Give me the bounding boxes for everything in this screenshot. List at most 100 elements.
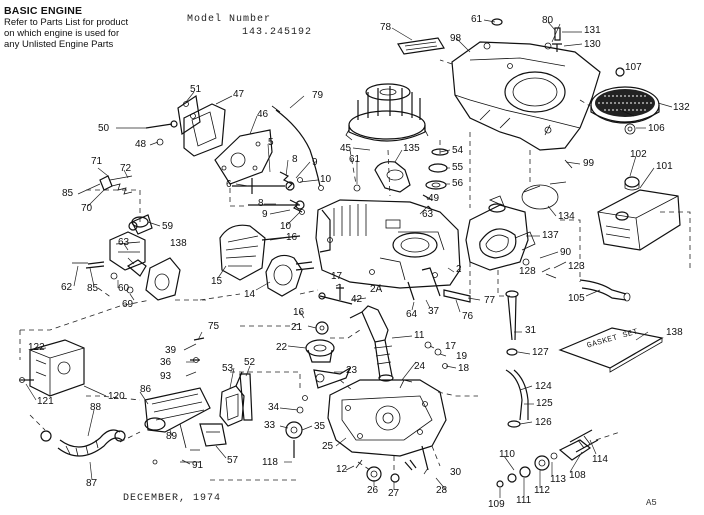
part-number-label: 89 (166, 431, 178, 442)
recoil-starter-drawing (465, 195, 536, 271)
part-number-label: 79 (312, 90, 324, 101)
part-number-label: 126 (535, 417, 552, 428)
bracket-drawing (219, 371, 253, 427)
part-number-label: 123 (568, 261, 585, 272)
part-number-label: 87 (86, 478, 98, 489)
part-number-label: 131 (584, 25, 601, 36)
part-number-label: 39 (165, 345, 177, 356)
part-number-label: 134 (558, 211, 575, 222)
part-number-label: 30 (450, 467, 462, 478)
part-number-label: 24 (414, 361, 426, 372)
part-number-label: 37 (428, 306, 440, 317)
part-number-label: 22 (276, 342, 288, 353)
part-number-label: 2 (456, 264, 462, 275)
part-number-label: 85 (87, 283, 99, 294)
part-number-label: 23 (346, 365, 358, 376)
part-number-label: 64 (406, 309, 418, 320)
part-number-label: 118 (262, 457, 278, 468)
part-number-label: 138 (170, 238, 187, 249)
part-number-label: 35 (314, 421, 326, 432)
cylinder-block-drawing (315, 199, 461, 289)
part-number-label: 10 (320, 174, 332, 185)
part-number-label: 98 (450, 33, 462, 44)
part-number-label: 50 (98, 123, 110, 134)
part-number-label: 28 (436, 485, 448, 496)
deflector-plate-drawing (199, 423, 227, 447)
part-number-label: 108 (569, 470, 586, 481)
part-number-label: 31 (525, 325, 537, 336)
header-note-line-1: Refer to Parts List for product (4, 17, 129, 28)
date-label: DECEMBER, 1974 (123, 493, 222, 504)
crankshaft-drawing (349, 305, 394, 382)
part-number-label: 25 (322, 441, 334, 452)
part-number-label: 2A (370, 284, 383, 295)
part-number-label: 109 (488, 499, 505, 510)
part-number-label: 10 (280, 221, 292, 232)
part-number-label: 137 (542, 230, 559, 241)
link-rod-drawing (261, 235, 353, 305)
pto-shaft-drawing (496, 429, 599, 488)
exhaust-pipe-drawing (40, 387, 211, 457)
diagram-title: BASIC ENGINE (4, 5, 83, 17)
part-number-label: 107 (625, 62, 642, 73)
seal-plug-drawing (366, 445, 429, 483)
rotating-screen-drawing (590, 67, 660, 135)
part-number-label: 91 (192, 460, 204, 471)
part-number-label: 9 (262, 209, 268, 220)
part-number-label: 69 (122, 299, 134, 310)
part-number-label: 12 (336, 464, 348, 475)
part-number-label: 26 (367, 485, 379, 496)
part-number-label: 17 (445, 341, 457, 352)
leader-lines (25, 19, 673, 498)
misc-hardware-drawing (152, 109, 635, 469)
part-number-label: 61 (471, 14, 483, 25)
part-number-label: 75 (208, 321, 220, 332)
breather-assembly-drawing (145, 94, 201, 146)
carburetor-drawing (72, 214, 181, 301)
part-number-label: 130 (584, 39, 601, 50)
muffler-drawing (19, 339, 85, 397)
part-number-label: 48 (135, 139, 147, 150)
part-number-label: 6 (226, 179, 232, 190)
part-number-label: 106 (648, 123, 665, 134)
part-number-label: 55 (452, 162, 464, 173)
part-number-label: 112 (534, 485, 550, 496)
part-number-label: 124 (535, 381, 552, 392)
part-number-label: 62 (61, 282, 73, 293)
part-number-label: 46 (257, 109, 269, 120)
part-number-label: 76 (462, 311, 474, 322)
part-number-label: 19 (456, 351, 468, 362)
part-number-label: 77 (484, 295, 496, 306)
air-cleaner-drawing (597, 176, 681, 251)
part-number-label: 122 (28, 342, 45, 353)
gasket-set-drawing (558, 327, 664, 373)
part-number-label: 16 (286, 232, 298, 243)
filter-element-drawing (219, 224, 315, 297)
part-number-label: 42 (351, 294, 363, 305)
governor-link-drawing (271, 105, 324, 191)
part-number-label: 99 (583, 158, 595, 169)
part-number-label: 132 (673, 102, 690, 113)
blower-housing-drawing (451, 41, 601, 151)
part-number-label: 47 (233, 89, 245, 100)
part-number-label: 120 (108, 391, 125, 402)
part-number-label: 8 (258, 198, 264, 209)
flywheel-drawing (345, 83, 429, 142)
part-number-label: 18 (458, 363, 470, 374)
model-number-label: Model Number (187, 14, 272, 25)
part-number-label: 125 (536, 398, 553, 409)
header-note-line-3: any Unlisted Engine Parts (4, 39, 114, 50)
model-number-value: 143.245192 (242, 27, 313, 38)
part-number-label: 27 (388, 488, 400, 499)
part-number-label: 5 (268, 137, 274, 148)
part-number-label: 101 (656, 161, 673, 172)
breather-tube-drawing (579, 279, 631, 302)
part-number-label: 61 (349, 154, 361, 165)
part-number-label: 70 (81, 203, 93, 214)
part-number-label: 85 (62, 188, 74, 199)
part-number-label: 88 (90, 402, 102, 413)
part-number-label: 56 (452, 178, 464, 189)
part-number-label: 111 (516, 495, 532, 506)
part-number-label: 128 (519, 266, 536, 277)
